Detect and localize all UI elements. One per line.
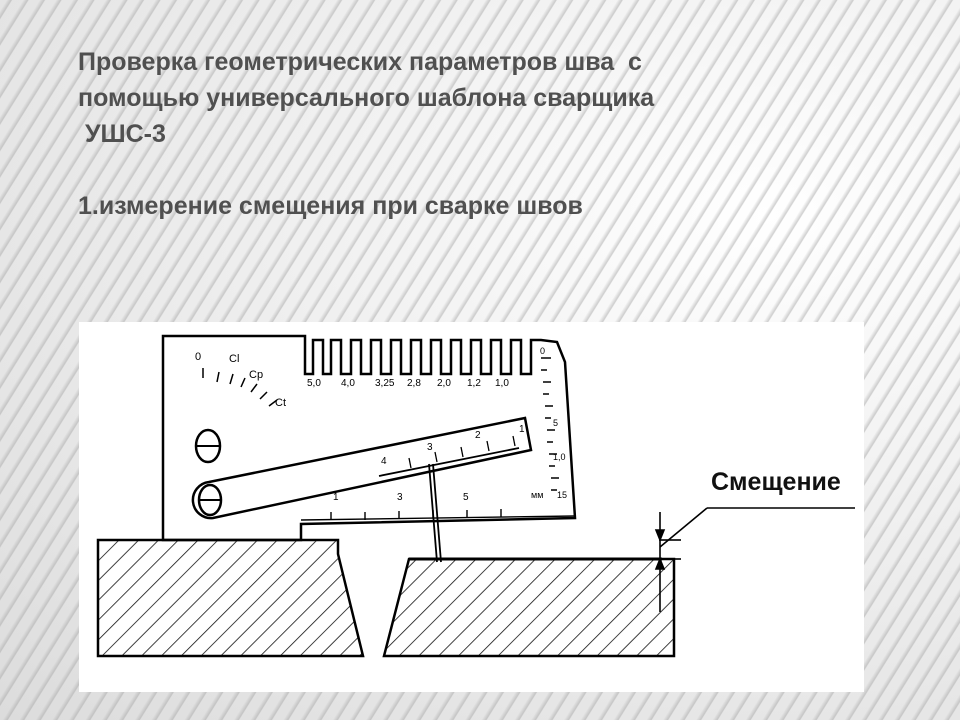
right-scale-label-5: 5 (553, 418, 558, 428)
right-scale-label-0: 0 (540, 346, 545, 356)
angle-label-cl: Cl (229, 353, 239, 365)
angle-scale (202, 368, 278, 407)
gauge-body (161, 334, 577, 542)
right-scale (541, 357, 559, 491)
measuring-pointer (428, 463, 442, 563)
scale-top-label-1: 5,0 (307, 378, 321, 389)
left-plate (96, 538, 365, 658)
arm-label-3: 3 (427, 442, 433, 453)
base-scale-label-5: 5 (463, 492, 469, 503)
angle-label-ct: Ct (275, 397, 286, 409)
angle-label-cp: Cp (249, 369, 263, 381)
scale-top-label-6: 1,2 (467, 378, 481, 389)
angle-label-0: 0 (195, 351, 201, 363)
right-plate (382, 557, 676, 658)
base-scale-label-1: 1 (333, 492, 339, 503)
gauge-diagram: 0 Cl Cp Ct 5,0 4,0 3,25 2,8 2,0 1,2 1,0 (79, 322, 864, 692)
arm-label-2: 2 (475, 430, 481, 441)
slide-title-line-2: помощью универсального шаблона сварщика (78, 84, 655, 112)
arm-label-4: 4 (381, 456, 387, 467)
offset-dimension (654, 507, 855, 612)
arm-label-1: 1 (519, 424, 525, 435)
scale-top-label-7: 1,0 (495, 378, 509, 389)
scale-top-label-2: 4,0 (341, 378, 355, 389)
gauge-drawing: 0 Cl Cp Ct 5,0 4,0 3,25 2,8 2,0 1,2 1,0 (96, 334, 855, 658)
right-scale-label-10: 1,0 (553, 452, 566, 462)
slide-subtitle: 1.измерение смещения при сварке швов (78, 192, 583, 220)
right-scale-label-15: 15 (557, 490, 567, 500)
scale-top-label-5: 2,0 (437, 378, 451, 389)
sliding-arm (191, 416, 533, 520)
mounting-hole-icon (194, 428, 222, 464)
scale-top-label-4: 2,8 (407, 378, 421, 389)
base-scale-label-3: 3 (397, 492, 403, 503)
slide-text-block: Проверка геометрических параметров шва с… (78, 44, 654, 224)
right-scale-unit: мм (531, 490, 543, 500)
slide-title-line-1: Проверка геометрических параметров шва с (78, 48, 642, 76)
offset-callout-label: Смещение (711, 468, 841, 496)
scale-top-label-3: 3,25 (375, 378, 395, 389)
slide-title-line-3: УШС-3 (78, 120, 166, 148)
